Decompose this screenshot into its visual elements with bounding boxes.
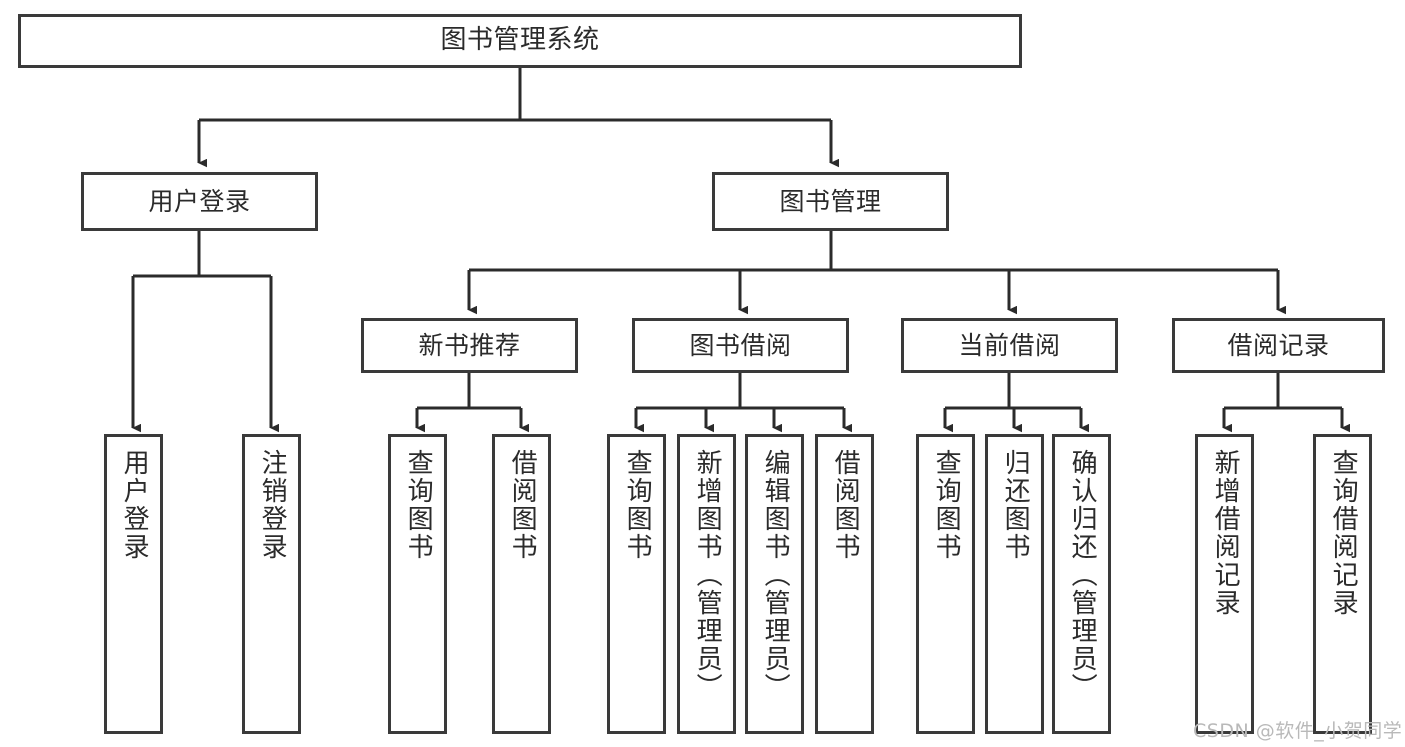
- node-label: 图书借阅: [689, 330, 792, 360]
- node-label: 新增图书（管理员）: [692, 449, 723, 701]
- leaf-user-login-sign-in[interactable]: 用户登录: [104, 434, 163, 734]
- node-label: 查询图书: [931, 449, 962, 561]
- node-label: 当前借阅: [958, 330, 1061, 360]
- node-borrow-record[interactable]: 借阅记录: [1172, 318, 1385, 373]
- leaf-user-login-sign-out[interactable]: 注销登录: [242, 434, 301, 734]
- leaf-current-query-books[interactable]: 查询图书: [916, 434, 975, 734]
- leaf-record-query-borrow-record[interactable]: 查询借阅记录: [1313, 434, 1372, 734]
- node-label: 图书管理系统: [440, 25, 600, 56]
- node-root-book-management-system[interactable]: 图书管理系统: [18, 14, 1022, 68]
- leaf-borrow-borrow-books[interactable]: 借阅图书: [815, 434, 874, 734]
- leaf-borrow-edit-book-admin[interactable]: 编辑图书（管理员）: [745, 434, 804, 734]
- node-book-management[interactable]: 图书管理: [712, 172, 949, 231]
- node-label: 用户登录: [148, 186, 251, 216]
- node-book-borrow[interactable]: 图书借阅: [632, 318, 849, 373]
- node-label: 注销登录: [257, 449, 288, 561]
- node-user-login[interactable]: 用户登录: [81, 172, 318, 231]
- node-label: 用户登录: [119, 449, 150, 561]
- node-label: 图书管理: [779, 186, 882, 216]
- node-label: 查询图书: [403, 449, 434, 561]
- leaf-borrow-add-book-admin[interactable]: 新增图书（管理员）: [677, 434, 736, 734]
- leaf-current-return-books[interactable]: 归还图书: [985, 434, 1044, 734]
- csdn-watermark: CSDN @软件_小贺同学: [1193, 720, 1403, 742]
- node-label: 归还图书: [1000, 449, 1031, 561]
- node-label: 借阅记录: [1227, 330, 1330, 360]
- node-label: 确认归还（管理员）: [1067, 449, 1098, 701]
- leaf-record-add-borrow-record[interactable]: 新增借阅记录: [1195, 434, 1254, 734]
- leaf-current-confirm-return-admin[interactable]: 确认归还（管理员）: [1052, 434, 1111, 734]
- node-label: 查询图书: [622, 449, 653, 561]
- node-current-borrow[interactable]: 当前借阅: [901, 318, 1118, 373]
- node-new-book-recommend[interactable]: 新书推荐: [361, 318, 578, 373]
- node-label: 新增借阅记录: [1210, 449, 1241, 617]
- node-label: 查询借阅记录: [1328, 449, 1359, 617]
- node-label: 借阅图书: [830, 449, 861, 561]
- node-label: 新书推荐: [418, 330, 521, 360]
- node-label: 编辑图书（管理员）: [760, 449, 791, 701]
- node-label: 借阅图书: [507, 449, 538, 561]
- leaf-borrow-query-books[interactable]: 查询图书: [607, 434, 666, 734]
- leaf-new-book-borrow-books[interactable]: 借阅图书: [492, 434, 551, 734]
- leaf-new-book-query-books[interactable]: 查询图书: [388, 434, 447, 734]
